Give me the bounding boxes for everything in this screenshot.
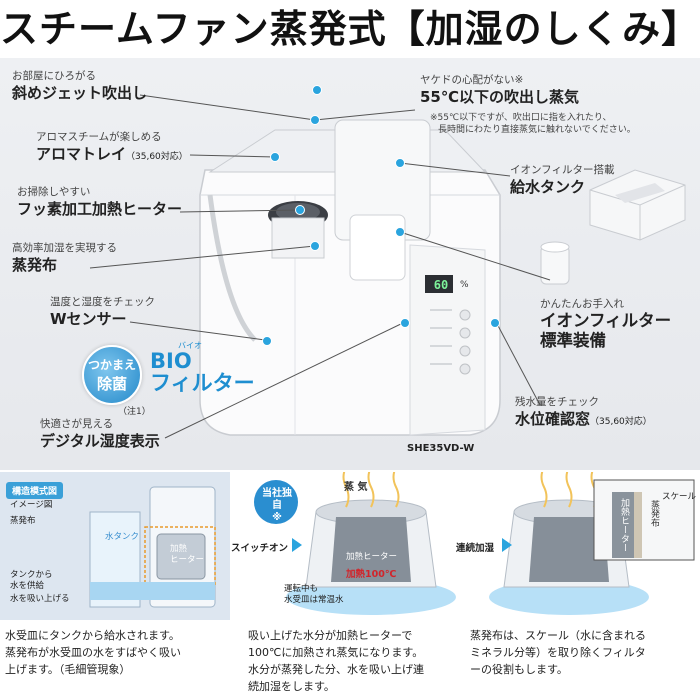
bio-filter-label: BIO フィルター: [150, 349, 255, 395]
display-reading: 60: [433, 278, 449, 292]
description-3: 蒸発布は、スケール（水に含まれる ミネラル分等）を取り除くフィルタ ーの役割もし…: [470, 629, 646, 676]
callout-heater: お掃除しやすい フッ素加工加熱ヒーター: [17, 186, 183, 218]
dot-cloth: [310, 241, 320, 251]
steam-note: ※55℃以下ですが、吹出口に指を入れたり、 長時間にわたり直接蒸気に触れないでく…: [430, 113, 636, 135]
label-heater: 加熱ヒーター: [170, 544, 205, 565]
callout-sensor: 温度と湿度をチェック Wセンサー: [50, 296, 155, 328]
continuous-diagram: 連続加湿 スケール 加熱ヒーター 蒸発布: [456, 466, 700, 620]
heater-label-2: 加熱ヒーター: [346, 552, 398, 562]
image-note: イメージ図: [10, 500, 53, 510]
description-2: 吸い上げた水分が加熱ヒーターで 100℃に加熱され蒸気になります。 水分が蒸発し…: [248, 629, 424, 693]
label-cloth: 蒸発布: [10, 516, 36, 526]
structure-drawing: [89, 486, 216, 608]
callout-aroma: アロマスチームが楽しめる アロマトレイ（35,60対応）: [36, 131, 188, 163]
cloth-label-3: 蒸発布: [649, 500, 659, 527]
dot-display: [400, 318, 410, 328]
bio-ruby: バイオ: [178, 341, 202, 350]
label-supply: タンクから 水を供給: [10, 570, 53, 591]
ion-filter-image: [540, 241, 570, 285]
heat-temp: 加熱100℃: [346, 569, 397, 580]
continuous-label: 連続加湿: [456, 543, 495, 554]
dot-tank: [395, 158, 405, 168]
callout-jet: お部屋にひろがる 斜めジェット吹出し: [12, 70, 148, 102]
dot-heater: [295, 205, 305, 215]
description-1: 水受皿にタンクから給水されます。 蒸発布が水受皿の水をすばやく吸い 上げます。（…: [5, 629, 181, 676]
callout-window: 残水量をチェック 水位確認窓（35,60対応）: [515, 396, 652, 428]
scale-label: スケール: [662, 492, 697, 502]
callout-cloth: 高効率加湿を実現する 蒸発布: [12, 242, 117, 274]
label-tank: 水タンク: [105, 532, 140, 542]
badge-own: 当社独自 ※: [262, 488, 292, 523]
heater-label-3: 加熱ヒーター: [619, 498, 629, 552]
heating-drawing: [254, 466, 456, 615]
bio-note: （注1）: [118, 407, 151, 417]
steam-label: 蒸 気: [344, 482, 368, 493]
callout-ion-filter: かんたんお手入れ イオンフィルター 標準装備: [540, 298, 672, 350]
dot-window: [490, 318, 500, 328]
dot-steam: [312, 85, 322, 95]
heating-diagram: 当社独自 ※ 蒸 気 スイッチオン 加熱ヒーター 加熱100℃ 運転中も 水受皿…: [231, 466, 458, 620]
callout-steam: ヤケドの心配がない※ 55℃以下の吹出し蒸気: [420, 74, 580, 106]
dot-filter: [395, 227, 405, 237]
water-tank-image: [589, 169, 686, 241]
leader-lines: [89, 94, 551, 439]
continuous-drawing: [489, 466, 695, 615]
arrow-switch: [292, 538, 302, 552]
dot-aroma: [270, 152, 280, 162]
bio-badge: つかまえ 除菌: [82, 345, 142, 405]
display-unit: %: [460, 280, 469, 290]
operation-note: 運転中も 水受皿は常温水: [284, 584, 344, 605]
arrow-continuous: [502, 538, 512, 552]
humidifier-illustration: [199, 119, 501, 436]
callout-tank: イオンフィルター搭載 給水タンク: [510, 164, 615, 196]
dot-jet: [310, 115, 320, 125]
page-title: スチームファン蒸発式【加湿のしくみ】: [0, 6, 700, 51]
structure-diagram: 構造模式図 イメージ図 蒸発布 水タンク 加熱ヒーター タンクから 水を供給 水…: [0, 472, 230, 620]
label-absorb: 水を吸い上げる: [10, 594, 70, 604]
model-number: SHE35VD-W: [407, 443, 475, 454]
dot-sensor: [262, 336, 272, 346]
callout-display: 快適さが見える デジタル湿度表示: [40, 418, 160, 450]
switch-on-label: スイッチオン: [231, 543, 289, 554]
structure-tag: 構造模式図: [6, 482, 64, 499]
